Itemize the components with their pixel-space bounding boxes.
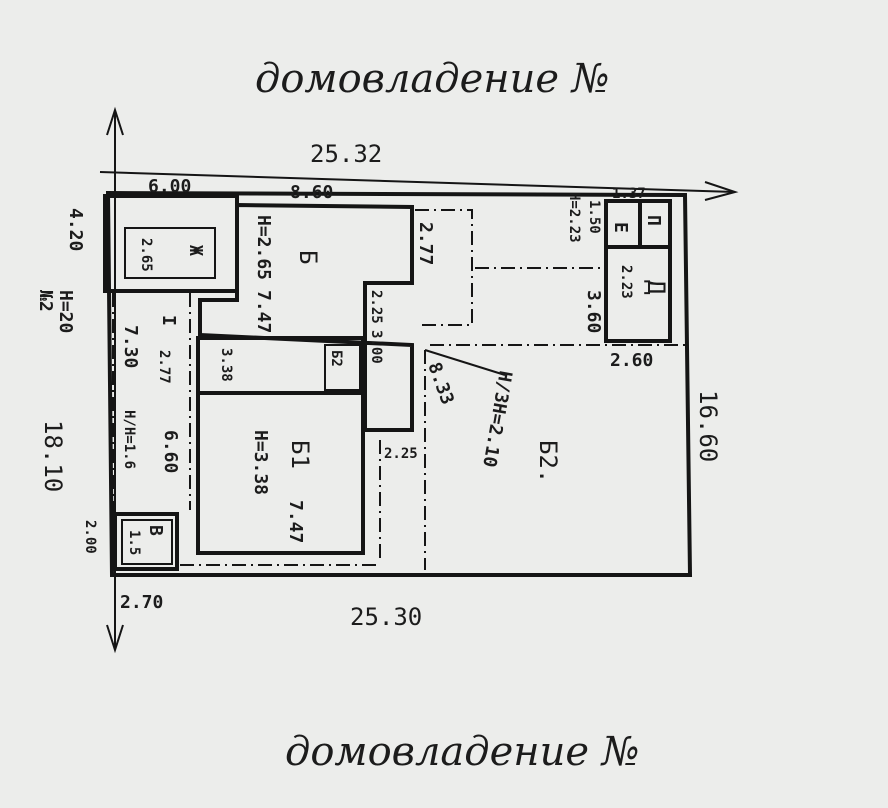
dim-left-upper: 4.20 — [65, 208, 86, 251]
room-b1-height: Н=3.38 — [250, 430, 271, 495]
dim-bottom-left-side: 2.00 — [82, 520, 98, 554]
annex-height: Н/Н=1.6 — [121, 410, 137, 469]
dim-shed-side: 1.50 — [586, 200, 602, 234]
building-b1 — [196, 391, 365, 555]
dim-shed-height: Н=2.23 — [566, 192, 582, 243]
dim-right-length: 16.60 — [694, 390, 722, 462]
room-d-value: 2.23 — [618, 265, 634, 299]
room-b-height: Н=2.65 — [253, 215, 274, 280]
annex-width: 6.60 — [160, 430, 181, 473]
dim-shed-width: 2.60 — [610, 350, 653, 371]
dim-top-length: 25.32 — [310, 140, 382, 168]
room-b2-small-val: 2.25 — [368, 290, 384, 324]
yard-label: Б2. — [534, 440, 562, 483]
porch-width: 2.77 — [415, 222, 436, 265]
room-b1-letter: Б1 — [286, 440, 314, 469]
yard-depth: 8.33 — [423, 360, 458, 408]
dim-top-mid: 8.60 — [290, 182, 333, 203]
room-b2-small-len: 3.00 — [368, 330, 384, 364]
room-v-letter: В — [145, 525, 166, 536]
buildings — [103, 194, 672, 571]
room-b-width: 3.38 — [218, 348, 234, 382]
yard-height: Н/ЗН=2.10 — [478, 369, 516, 469]
room-b1-length: 7.47 — [285, 500, 306, 543]
dim-left-height: Н=20 — [55, 290, 76, 333]
room-b-length: 7.47 — [253, 290, 274, 333]
caption-bottom: домовладение № — [285, 729, 640, 775]
room-b2-small: Б2 — [328, 350, 344, 367]
building-b2-small — [324, 344, 361, 391]
room-i-value: 2.77 — [156, 350, 172, 384]
room-b-letter: Б — [294, 250, 322, 264]
room-i-letter: I — [158, 315, 179, 326]
fence-lines — [112, 209, 690, 570]
dim-shed-top: 1.37 — [612, 186, 646, 202]
annex-length: 7.30 — [120, 325, 141, 368]
building-b — [198, 202, 414, 432]
porch-b: 2.25 — [384, 446, 418, 462]
room-d-letter: Д — [642, 280, 670, 295]
dim-bottom-length: 25.30 — [350, 603, 422, 631]
room-zh-letter: Ж — [185, 245, 206, 256]
dim-top-left: 6.00 — [148, 176, 191, 197]
room-p-letter: П — [643, 215, 664, 226]
dim-bottom-left: 2.70 — [120, 592, 163, 613]
room-e-letter: Е — [610, 222, 631, 233]
lot-boundary — [105, 190, 693, 577]
dim-left-no: №2 — [35, 290, 56, 312]
dim-shed-length: 3.60 — [583, 290, 604, 333]
building-v — [113, 512, 179, 571]
caption-top: домовладение № — [255, 56, 610, 102]
dim-left-length: 18.10 — [39, 420, 67, 492]
room-v-value: 1.5 — [126, 530, 142, 555]
room-zh-value: 2.65 — [138, 238, 154, 272]
